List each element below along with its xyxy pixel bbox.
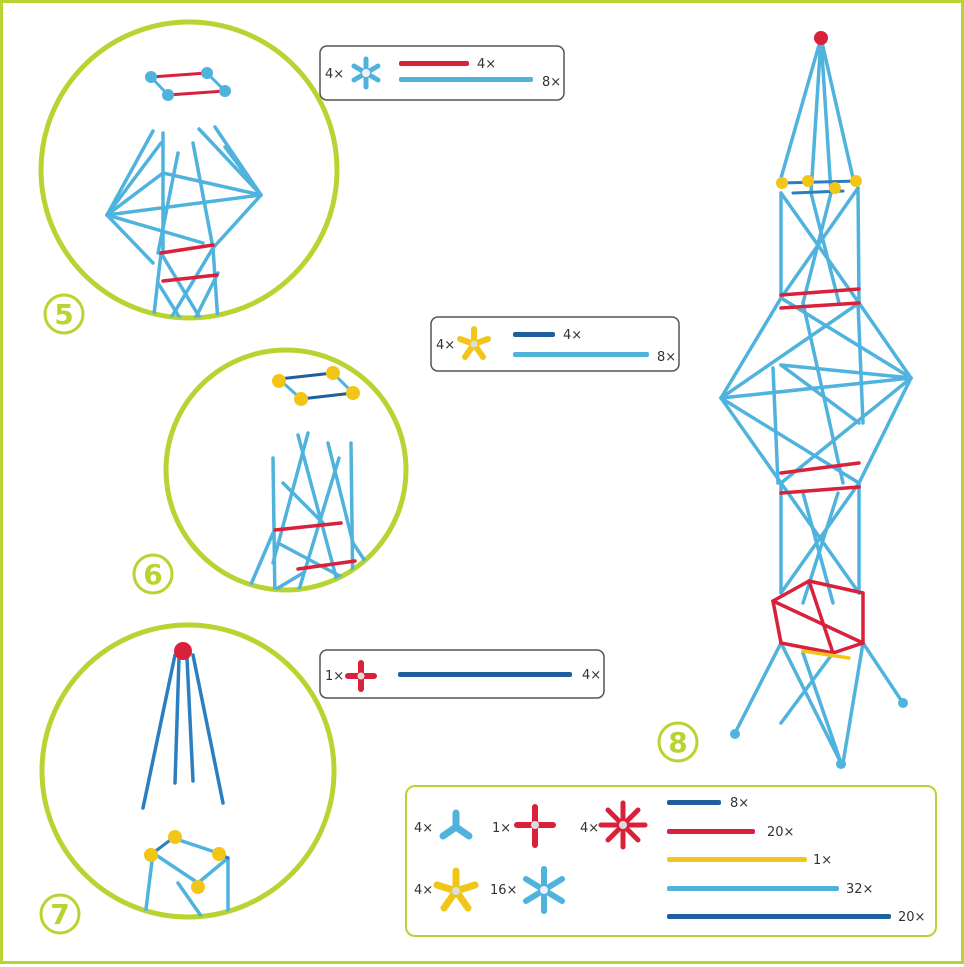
step-5-illustration [105, 67, 263, 318]
yellow-rod-icon [667, 857, 807, 862]
light-blue-rod-icon [513, 352, 649, 357]
step-7-group: 7 1× 4× [39, 622, 605, 935]
step-6-badge [132, 553, 174, 595]
step-7-rod-qty: 4× [582, 668, 601, 683]
step-6-circle [163, 347, 409, 593]
dark-blue-rod-icon [513, 332, 555, 337]
inventory-qty: 4× [414, 883, 433, 898]
step-6-part-qty: 4× [436, 338, 455, 353]
red-cross-connector-icon [345, 660, 377, 692]
light-blue-rod-icon [667, 886, 839, 891]
inventory-qty: 1× [492, 821, 511, 836]
light-blue-6-way-connector-icon [523, 866, 565, 914]
dark-blue-long-rod-icon [667, 914, 891, 919]
yellow-5-way-connector-icon [457, 326, 491, 360]
step-5-number: 5 [54, 298, 73, 331]
light-blue-3-way-connector-icon [439, 809, 473, 840]
instruction-diagram: 5 4× 4× 8× [38, 19, 937, 937]
step-5-parts-box [319, 45, 565, 101]
inventory-rod-qty: 1× [813, 853, 832, 868]
yellow-5-way-connector-icon [433, 867, 479, 912]
final-tower-illustration [719, 31, 913, 769]
step-7-badge [39, 893, 81, 935]
step-5-part-qty: 4× [325, 67, 344, 82]
step-7-circle [39, 622, 337, 920]
step-6-parts-box [430, 316, 680, 372]
step-7-number: 7 [50, 898, 69, 931]
red-rod-icon [399, 61, 469, 66]
light-blue-rod-icon [399, 77, 533, 82]
star6-light-blue-connector-icon [351, 56, 381, 90]
step-6-group: 6 4× 4× 8× [132, 316, 680, 595]
parts-inventory: 4× 1× 4× 4× 16× 8× [405, 785, 937, 937]
inventory-rod-qty: 32× [846, 882, 873, 897]
inventory-rod-qty: 20× [898, 910, 925, 925]
dark-blue-short-rod-icon [667, 800, 721, 805]
step-5-rod-qty: 4× [477, 57, 496, 72]
red-8-way-connector-icon [598, 800, 648, 850]
step-7-illustration [141, 642, 230, 917]
step-5-group: 5 4× 4× 8× [38, 19, 565, 335]
step-5-circle [38, 19, 340, 321]
inventory-rod-qty: 20× [767, 825, 794, 840]
step-7-part-qty: 1× [325, 669, 344, 684]
dark-blue-rod-icon [398, 672, 572, 677]
step-6-rod-qty: 4× [563, 328, 582, 343]
red-rod-icon [667, 829, 755, 834]
inventory-qty: 4× [580, 821, 599, 836]
step-5-badge [43, 293, 85, 335]
inventory-qty: 16× [490, 883, 517, 898]
step-8-badge [657, 721, 699, 763]
inventory-rod-qty: 8× [730, 796, 749, 811]
red-cross-connector-icon [514, 804, 556, 848]
step-8-number: 8 [668, 726, 687, 759]
step-6-number: 6 [143, 558, 162, 591]
inventory-qty: 4× [414, 821, 433, 836]
step-5-rod-qty: 8× [542, 75, 561, 90]
step-6-rod-qty: 8× [657, 350, 676, 365]
